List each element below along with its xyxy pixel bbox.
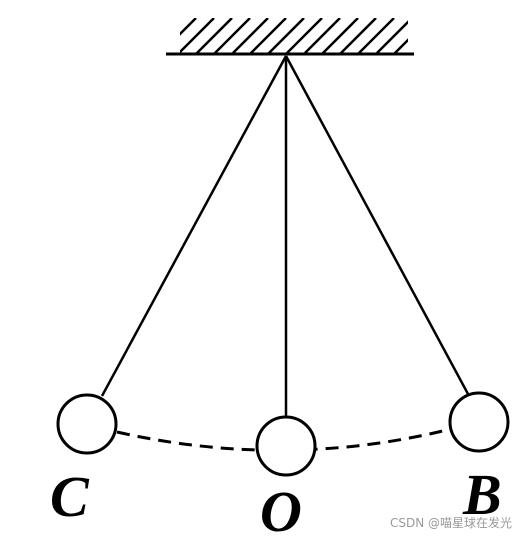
label-c: C — [50, 464, 90, 529]
string-to-b — [284, 55, 470, 395]
bob-c — [56, 393, 118, 455]
ceiling-hatching — [180, 18, 408, 54]
watermark: CSDN @喵星球在发光 — [389, 516, 512, 530]
label-o: O — [260, 479, 302, 539]
label-b: B — [462, 462, 502, 527]
bob-o — [255, 415, 317, 477]
string-to-c — [100, 55, 288, 397]
bob-b — [448, 391, 510, 453]
